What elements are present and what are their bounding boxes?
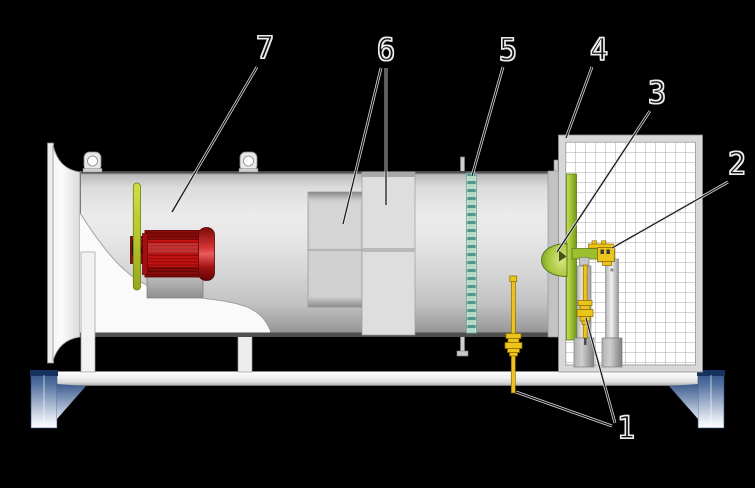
callout-label-5: 5 bbox=[498, 33, 518, 68]
lifting-lug-right bbox=[238, 151, 259, 173]
callout-label-1: 1 bbox=[616, 411, 636, 446]
callout-label-3: 3 bbox=[647, 76, 667, 111]
flow-straightener-2 bbox=[361, 171, 416, 336]
pressure-probe-duct bbox=[504, 275, 523, 394]
leader-line-6a bbox=[341, 67, 383, 225]
mesh-screen bbox=[466, 172, 477, 334]
flow-straightener-1 bbox=[307, 191, 363, 308]
callout-label-6: 6 bbox=[376, 33, 396, 68]
leader-line-2 bbox=[611, 180, 729, 250]
pressure-probe-cage bbox=[576, 257, 594, 345]
callout-label-7: 7 bbox=[255, 31, 275, 66]
leader-line-5 bbox=[470, 66, 505, 177]
impeller-blade bbox=[132, 182, 141, 291]
leader-line-1a bbox=[584, 317, 617, 424]
vibration-foot-right bbox=[669, 370, 725, 429]
leader-lines bbox=[170, 66, 729, 428]
actuator-head bbox=[588, 240, 615, 266]
duct-support-leg-front bbox=[80, 251, 96, 373]
leader-line-1b bbox=[515, 390, 613, 428]
lifting-lug-left bbox=[82, 151, 103, 173]
vibration-foot-left bbox=[30, 370, 86, 429]
leader-line-3 bbox=[555, 110, 652, 253]
duct-bottom-edge bbox=[80, 332, 559, 337]
callout-label-2: 2 bbox=[727, 147, 747, 182]
callout-label-4: 4 bbox=[589, 33, 609, 68]
leader-line-7 bbox=[170, 66, 259, 213]
duct-support-leg-rear bbox=[237, 333, 253, 373]
leader-line-4 bbox=[564, 66, 594, 139]
throttle-cone bbox=[541, 243, 613, 277]
drive-motor bbox=[142, 227, 215, 299]
inlet-bellmouth bbox=[47, 142, 81, 364]
